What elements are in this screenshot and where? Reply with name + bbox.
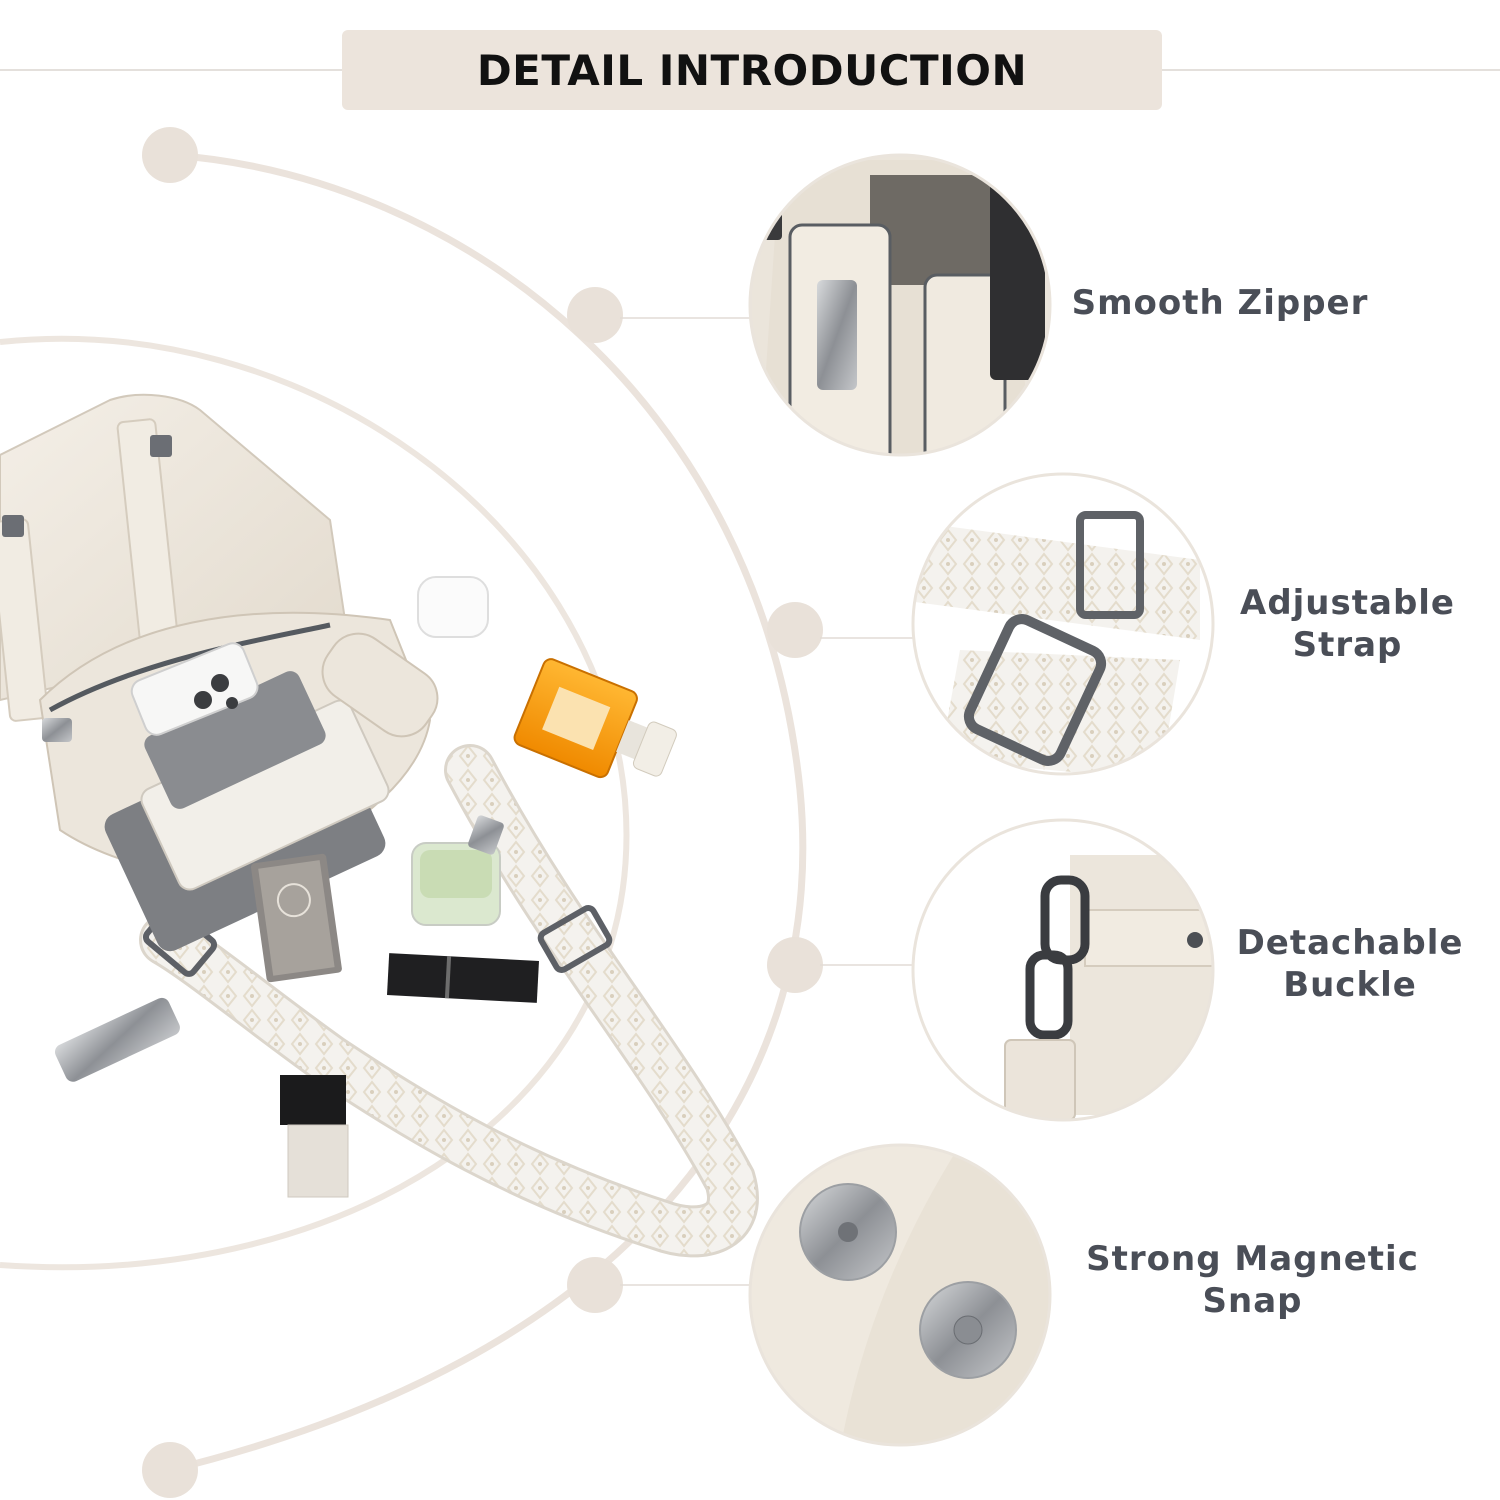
crossbody-bag-product-image [0, 393, 759, 1258]
perfume-bottle-green [411, 815, 504, 926]
nail-polish [280, 1075, 349, 1198]
silver-tube [54, 997, 180, 1082]
arc-dot-snap [567, 1257, 623, 1313]
feature-label-detachable-buckle: Detachable Buckle [1225, 922, 1475, 1006]
feature-label-line: Strap [1292, 625, 1403, 665]
feature-label-strong-magnetic-snap: Strong Magnetic Snap [1080, 1238, 1425, 1322]
detail-introduction-banner: DETAIL INTRODUCTION [342, 30, 1162, 110]
lipstick [387, 953, 539, 1003]
arc-dot-buckle [767, 937, 823, 993]
zipper-closeup-image [748, 153, 1052, 457]
arc-dot-bottom [142, 1442, 198, 1498]
banner-title: DETAIL INTRODUCTION [476, 45, 1028, 95]
feature-label-line: Smooth Zipper [1071, 283, 1369, 323]
makeup-palette [250, 853, 342, 983]
perfume-bottle-amber [513, 658, 677, 779]
feature-label-smooth-zipper: Smooth Zipper [1060, 282, 1380, 324]
magnetic-snap-closeup-image [748, 1143, 1052, 1447]
feature-label-line: Adjustable [1240, 583, 1455, 623]
feature-label-adjustable-strap: Adjustable Strap [1230, 582, 1465, 666]
outer-arc [169, 151, 807, 1474]
arc-dot-top [142, 127, 198, 183]
feature-label-line: Snap [1202, 1281, 1303, 1321]
feature-label-line: Detachable [1236, 923, 1464, 963]
arc-dot-zipper [567, 287, 623, 343]
feature-label-line: Buckle [1283, 965, 1417, 1005]
earbuds-case [417, 576, 489, 638]
feature-label-line: Strong Magnetic [1086, 1239, 1419, 1279]
buckle-closeup-image [911, 818, 1215, 1122]
inner-arc [0, 335, 630, 1271]
strap-closeup-image [911, 472, 1215, 776]
arc-dot-strap [767, 602, 823, 658]
